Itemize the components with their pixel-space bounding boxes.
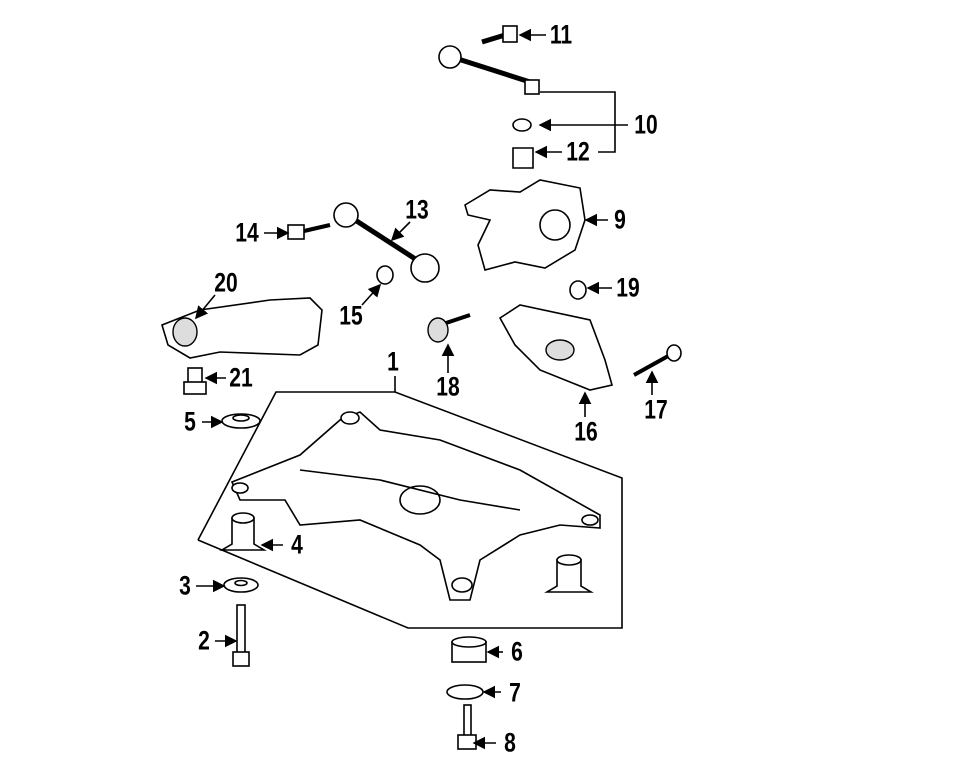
upper-link-part [438,45,540,95]
leader-arrows [194,28,659,750]
boot-part [512,118,532,132]
callout-16: 16 [574,416,598,447]
callout-17: 17 [644,394,668,425]
callout-10: 10 [634,109,658,140]
callout-21: 21 [229,362,253,393]
callout-13: 13 [405,194,429,225]
bolt-part-21 [183,367,207,395]
bolt-part-8 [457,704,477,750]
spacer-part-6 [451,636,487,663]
callout-6: 6 [511,636,523,667]
washer-part-7 [446,684,484,700]
callout-4: 4 [291,529,303,560]
callout-11: 11 [549,19,573,50]
callout-20: 20 [214,267,238,298]
bolt-part-18 [427,313,471,343]
bolt-part-2 [232,604,250,667]
control-link-part-13 [333,202,440,283]
bushing-part-19 [569,280,587,300]
callout-8: 8 [504,727,516,758]
callout-2: 2 [198,625,210,656]
callout-14: 14 [235,217,259,248]
bolt-part-14 [287,223,331,240]
callout-15: 15 [339,300,363,331]
callout-3: 3 [179,570,191,601]
bushing-part-15 [376,265,394,285]
callout-9: 9 [614,204,626,235]
subframe-part [230,411,601,601]
bolt-part-17 [633,344,682,377]
callout-19: 19 [616,272,640,303]
callout-12: 12 [566,136,590,167]
callout-5: 5 [184,406,196,437]
bushing-part-12 [512,147,534,169]
callout-7: 7 [509,677,521,708]
knuckle-part-9 [464,179,586,271]
callout-1: 1 [387,346,399,377]
callout-18: 18 [436,371,460,402]
mount-bushing-part [219,512,594,593]
subframe-group-outline [197,391,623,629]
bolt-part-11 [481,25,518,45]
